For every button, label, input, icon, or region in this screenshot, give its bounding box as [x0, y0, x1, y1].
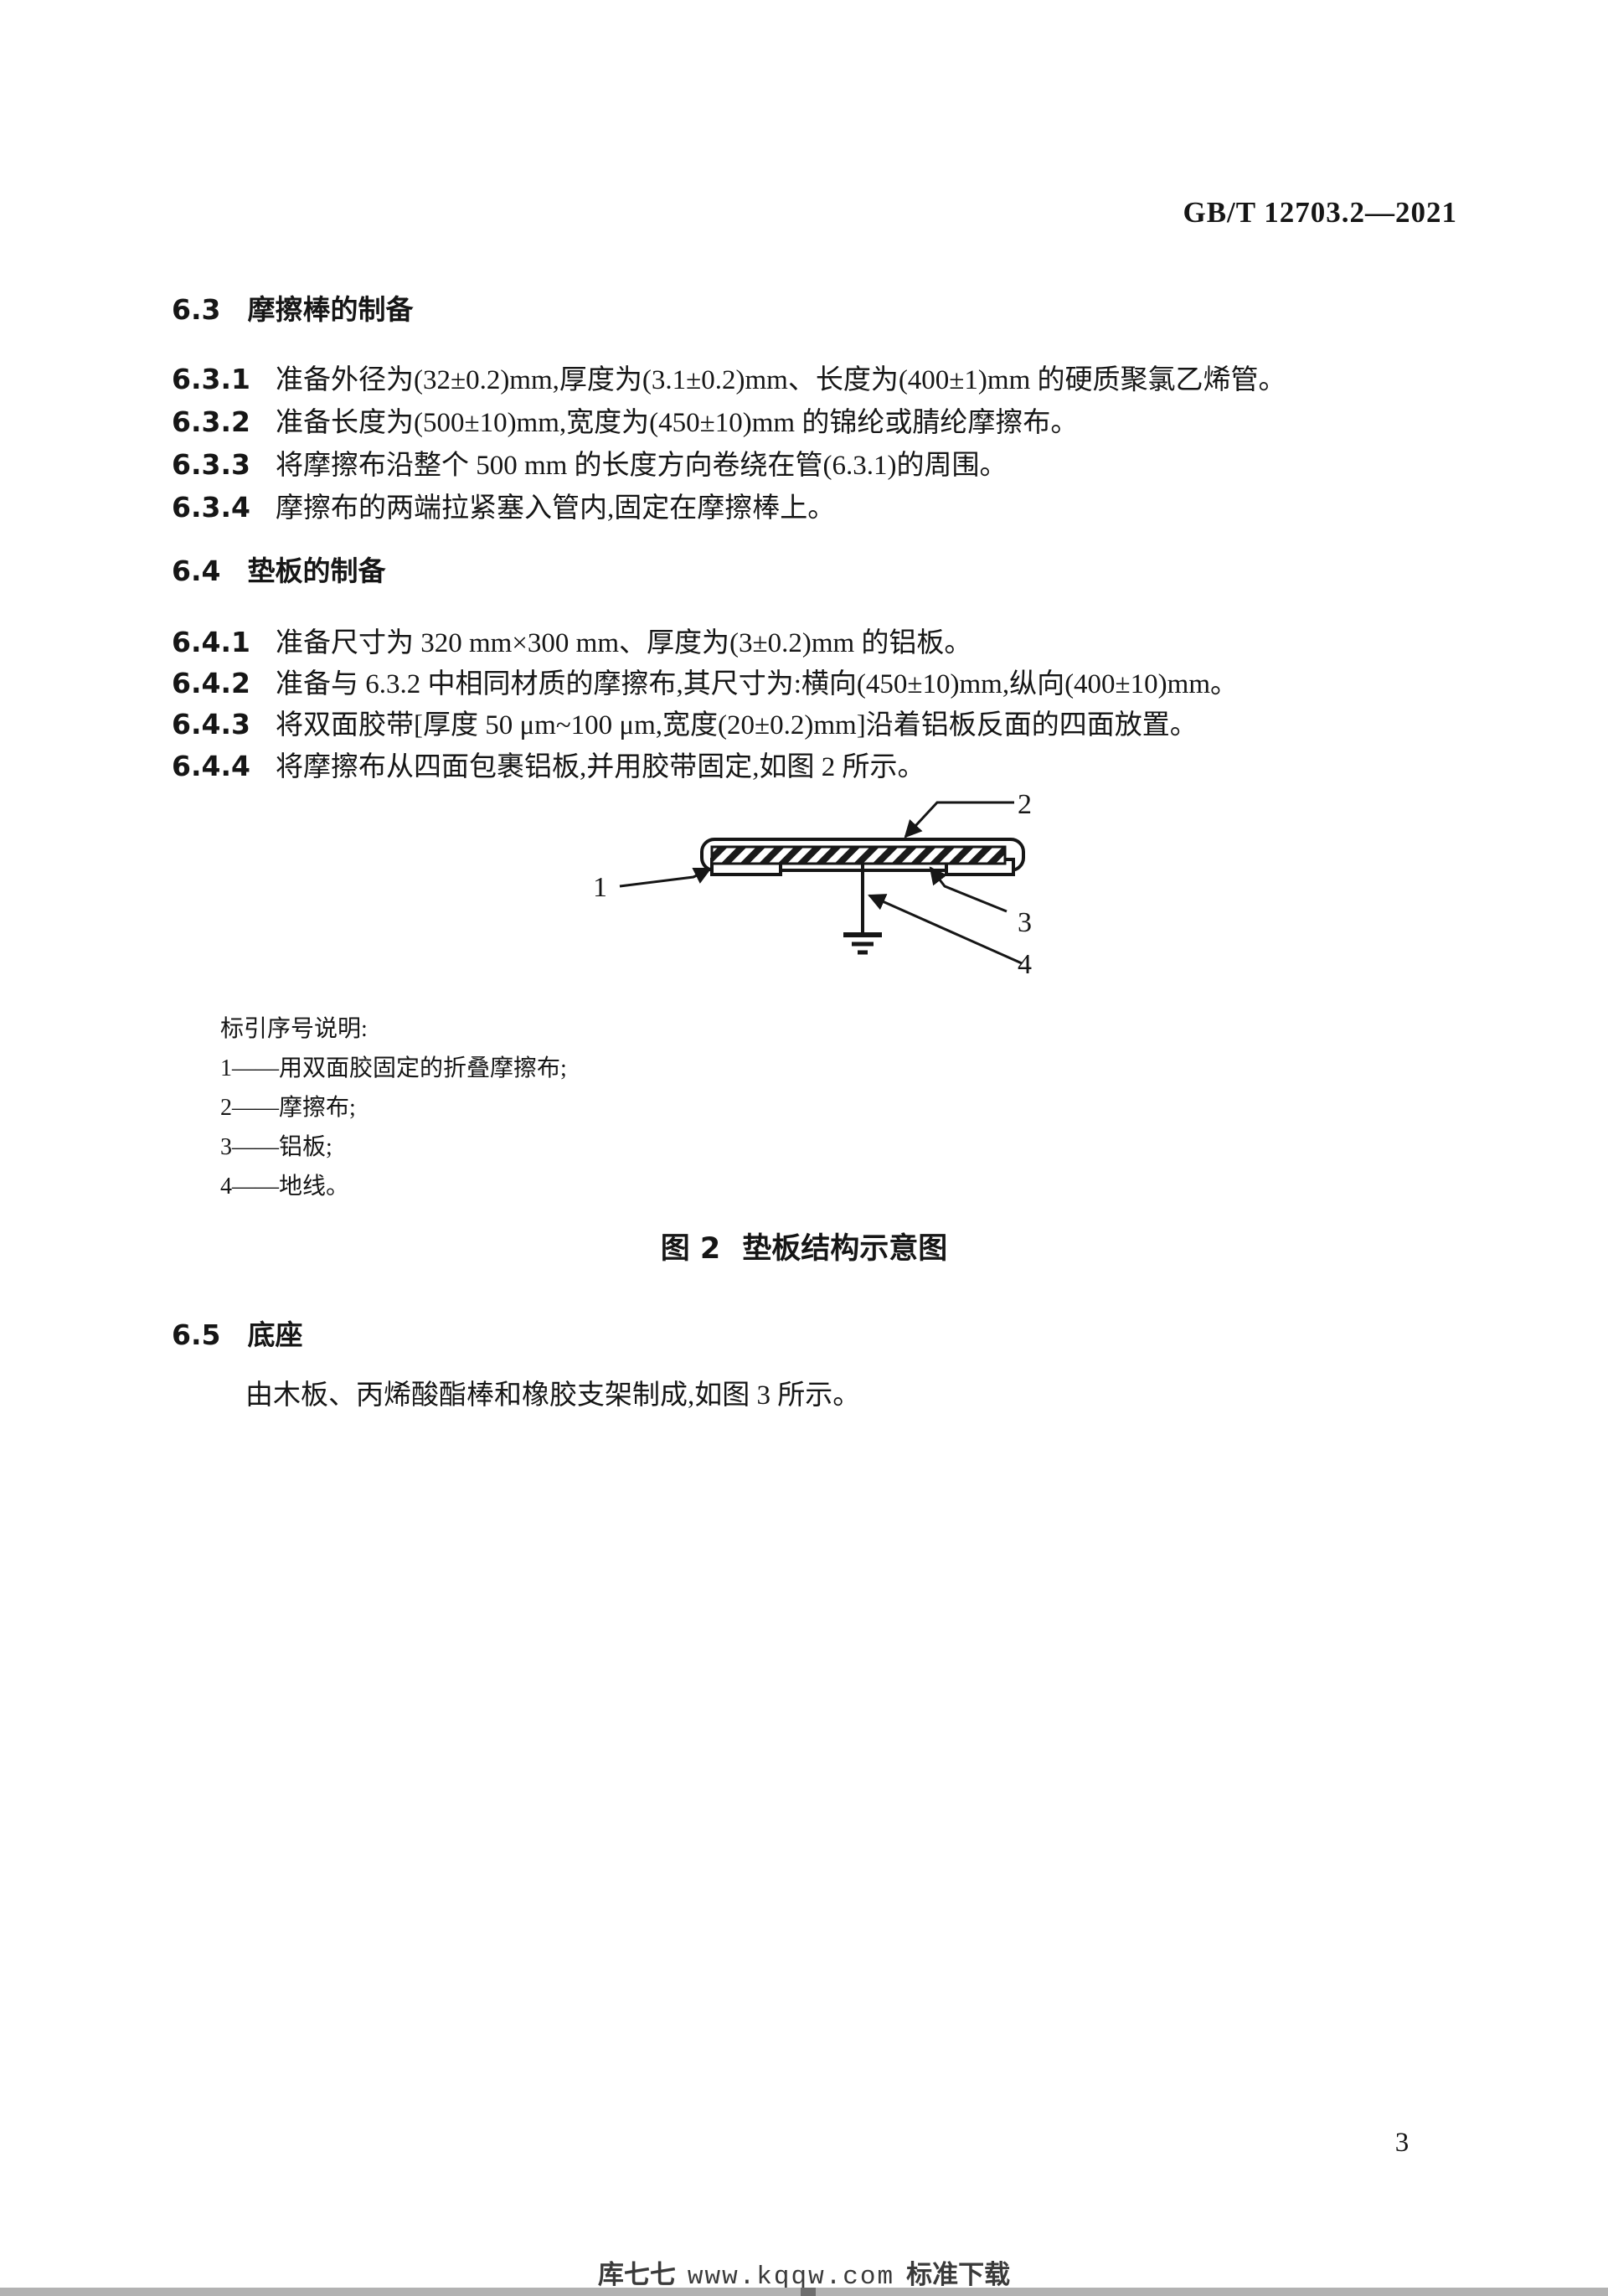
earth-ground-symbol — [843, 932, 882, 955]
clause-text: 准备尺寸为 320 mm×300 mm、厚度为(3±0.2)mm 的铝板。 — [275, 628, 972, 658]
leader-line-3 — [929, 866, 1008, 913]
leader-line-1 — [619, 867, 712, 888]
clause-text: 将摩擦布从四面包裹铝板,并用胶带固定,如图 2 所示。 — [275, 752, 925, 782]
figure-2-diagram: 1 2 3 4 — [593, 789, 1032, 980]
section-heading-6-4: 6.4 垫板的制备 — [172, 555, 386, 587]
clause-text: 准备外径为(32±0.2)mm,厚度为(3.1±0.2)mm、长度为(400±1… — [275, 365, 1286, 395]
section-title: 垫板的制备 — [247, 555, 386, 587]
figure-legend: 标引序号说明: 1——用双面胶固定的折叠摩擦布; 2——摩擦布; 3——铝板; … — [220, 1009, 567, 1206]
section-number: 6.3 — [172, 293, 221, 326]
leader-line-4 — [868, 894, 1023, 965]
legend-item: 1——用双面胶固定的折叠摩擦布; — [220, 1055, 567, 1081]
clause-number: 6.3.1 — [172, 363, 250, 395]
clause-6-4-3: 6.4.3 将双面胶带[厚度 50 μm~100 μm,宽度(20±0.2)mm]… — [172, 709, 1440, 742]
legend-item: 4——地线。 — [220, 1174, 350, 1200]
figure-caption: 图 2 垫板结构示意图 — [0, 1225, 1608, 1267]
figure-label-3: 3 — [1018, 907, 1032, 938]
section-number: 6.4 — [172, 555, 221, 587]
clause-number: 6.3.4 — [172, 491, 250, 524]
legend-title: 标引序号说明: — [220, 1016, 368, 1042]
clause-number: 6.4.2 — [172, 667, 250, 699]
section-title: 底座 — [247, 1318, 303, 1351]
footer-url-link[interactable]: www.kqqw.com — [687, 2262, 895, 2292]
clause-number: 6.4.4 — [172, 750, 250, 782]
bottom-edge-bar-tick — [801, 2288, 816, 2296]
figure-caption-text: 垫板结构示意图 — [742, 1232, 948, 1266]
page-number: 3 — [1394, 2128, 1410, 2158]
clause-text: 摩擦布的两端拉紧塞入管内,固定在摩擦棒上。 — [275, 493, 836, 524]
figure-caption-label: 图 2 — [660, 1232, 721, 1266]
clause-text: 准备长度为(500±10)mm,宽度为(450±10)mm 的锦纶或腈纶摩擦布。 — [275, 408, 1079, 438]
clause-6-4-1: 6.4.1 准备尺寸为 320 mm×300 mm、厚度为(3±0.2)mm 的铝… — [172, 627, 1440, 660]
leader-line-2 — [904, 801, 1014, 838]
figure-label-4: 4 — [1018, 949, 1032, 980]
footer-brand: 库七七 — [597, 2260, 676, 2290]
footer-watermark: 库七七 www.kqqw.com 标准下载 — [0, 2253, 1608, 2292]
clause-number: 6.3.2 — [172, 405, 250, 438]
doc-number: GB/T 12703.2—2021 — [1183, 196, 1457, 229]
legend-item: 3——铝板; — [220, 1134, 332, 1160]
clause-number: 6.3.3 — [172, 448, 250, 481]
clause-6-4-4: 6.4.4 将摩擦布从四面包裹铝板,并用胶带固定,如图 2 所示。 — [172, 751, 1440, 784]
clause-number: 6.4.1 — [172, 626, 250, 658]
footer-suffix: 标准下载 — [906, 2260, 1011, 2290]
section-6-5-body: 由木板、丙烯酸酯棒和橡胶支架制成,如图 3 所示。 — [245, 1380, 861, 1411]
clause-text: 准备与 6.3.2 中相同材质的摩擦布,其尺寸为:横向(450±10)mm,纵向… — [275, 669, 1238, 699]
figure-label-2: 2 — [1018, 789, 1032, 820]
clause-6-4-2: 6.4.2 准备与 6.3.2 中相同材质的摩擦布,其尺寸为:横向(450±10)… — [172, 668, 1440, 701]
clause-text: 将双面胶带[厚度 50 μm~100 μm,宽度(20±0.2)mm]沿着铝板反… — [275, 710, 1198, 740]
section-title: 摩擦棒的制备 — [247, 293, 414, 326]
clause-6-3-3: 6.3.3 将摩擦布沿整个 500 mm 的长度方向卷绕在管(6.3.1)的周围。 — [172, 449, 1440, 482]
legend-item: 2——摩擦布; — [220, 1095, 356, 1121]
clause-number: 6.4.3 — [172, 708, 250, 740]
section-heading-6-3: 6.3 摩擦棒的制备 — [172, 293, 414, 326]
clause-6-3-4: 6.3.4 摩擦布的两端拉紧塞入管内,固定在摩擦棒上。 — [172, 492, 1440, 525]
clause-6-3-2: 6.3.2 准备长度为(500±10)mm,宽度为(450±10)mm 的锦纶或腈… — [172, 406, 1440, 440]
section-number: 6.5 — [172, 1318, 221, 1351]
clause-text: 将摩擦布沿整个 500 mm 的长度方向卷绕在管(6.3.1)的周围。 — [275, 451, 1008, 481]
clause-6-3-1: 6.3.1 准备外径为(32±0.2)mm,厚度为(3.1±0.2)mm、长度为(… — [172, 364, 1440, 397]
figure-label-1: 1 — [593, 872, 607, 903]
section-heading-6-5: 6.5 底座 — [172, 1318, 303, 1351]
aluminum-plate-hatch — [710, 845, 1007, 865]
